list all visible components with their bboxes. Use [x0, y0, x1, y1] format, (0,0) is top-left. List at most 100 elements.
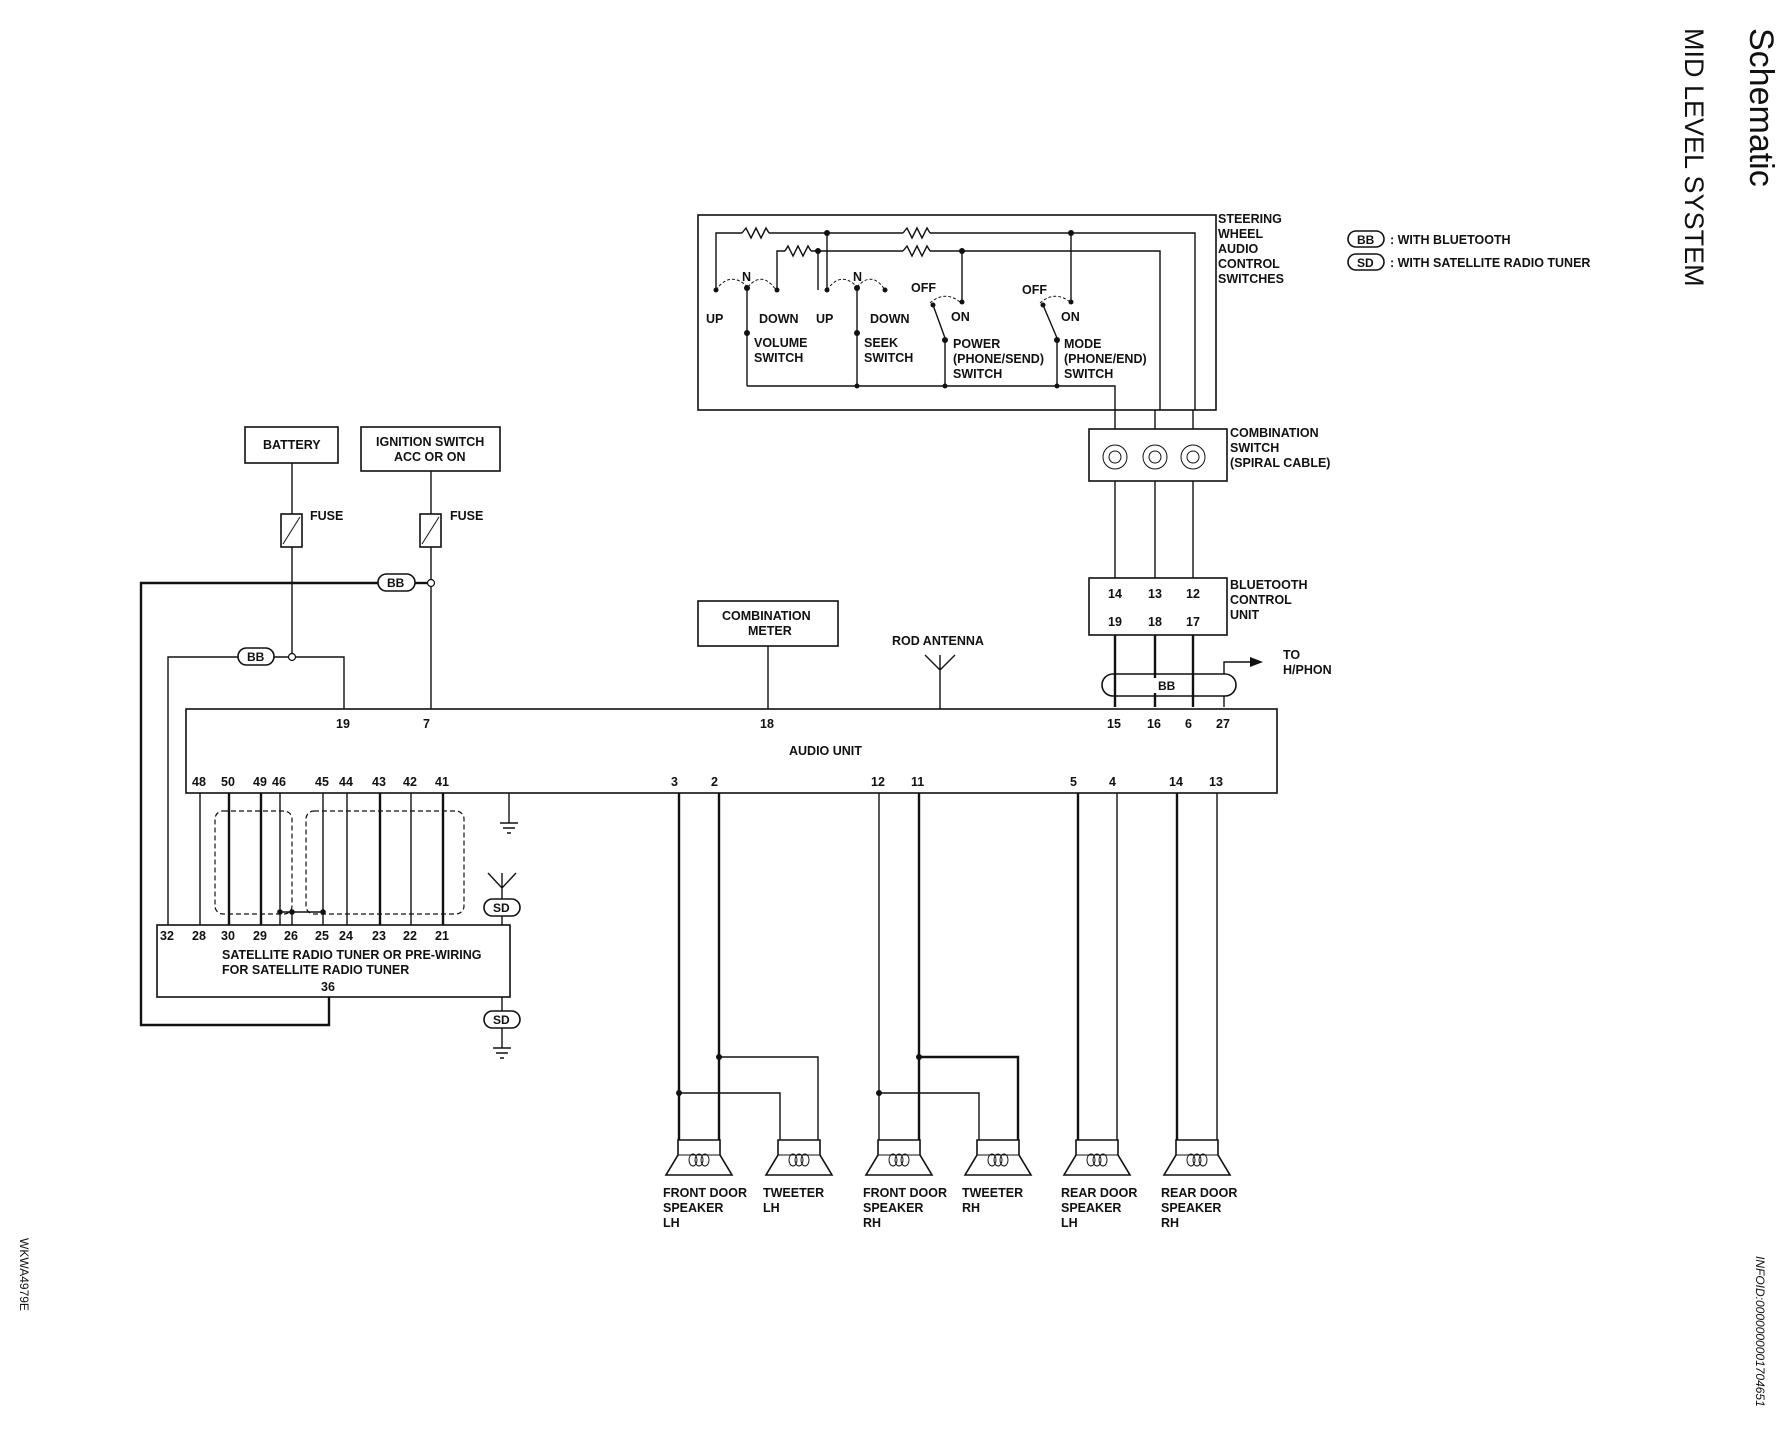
- fuse-1-label: FUSE: [310, 509, 343, 523]
- speaker-label: SPEAKER: [863, 1201, 923, 1215]
- speaker-symbol: [1162, 1139, 1232, 1176]
- speaker-label: SPEAKER: [1161, 1201, 1221, 1215]
- audio-top-pin: 27: [1216, 717, 1230, 731]
- to-label-1: TO: [1283, 648, 1300, 662]
- audio-bottom-pin: 5: [1070, 775, 1077, 789]
- seek-switch-label-1: SEEK: [864, 336, 898, 350]
- steering-label-4: CONTROL: [1218, 257, 1280, 271]
- audio-bottom-pin: 3: [671, 775, 678, 789]
- sat-top-pin: 24: [339, 929, 353, 943]
- combination-meter: COMBINATION METER: [697, 600, 839, 709]
- bt-label-3: UNIT: [1230, 608, 1260, 622]
- audio-bottom-pin: 49: [253, 775, 267, 789]
- combination-switch: COMBINATION SWITCH (SPIRAL CABLE): [1088, 410, 1330, 578]
- steering-wheel-switches: STEERING WHEEL AUDIO CONTROL SWITCHES N …: [697, 212, 1284, 411]
- bt-pin-12: 12: [1186, 587, 1200, 601]
- bt-pin-18: 18: [1148, 615, 1162, 629]
- audio-bottom-pin: 14: [1169, 775, 1183, 789]
- bt-label-2: CONTROL: [1230, 593, 1292, 607]
- sat-top-pin: 25: [315, 929, 329, 943]
- ignition-label-1: IGNITION SWITCH: [376, 435, 484, 449]
- speaker-symbol: [664, 1139, 734, 1176]
- bt-label-1: BLUETOOTH: [1230, 578, 1308, 592]
- info-id: INFOID:0000000001704651: [1753, 1256, 1767, 1407]
- speaker-label: SPEAKER: [1061, 1201, 1121, 1215]
- audio-top-pin: 16: [1147, 717, 1161, 731]
- volume-down-label: DOWN: [759, 312, 799, 326]
- shield-1: [214, 810, 293, 915]
- sat-top-pin: 29: [253, 929, 267, 943]
- audio-bottom-pin: 41: [435, 775, 449, 789]
- audio-bottom-pin: 12: [871, 775, 885, 789]
- audio-bottom-pin: 4: [1109, 775, 1116, 789]
- power-supply: BATTERY IGNITION SWITCH ACC OR ON FUSE F…: [139, 426, 501, 1027]
- power-switch-label-1: POWER: [953, 337, 1000, 351]
- audio-unit-box: [185, 708, 1278, 794]
- sd-tag-1-text: SD: [493, 901, 510, 915]
- audio-bottom-pin: 13: [1209, 775, 1223, 789]
- speaker-symbol: [1062, 1139, 1132, 1176]
- mode-switch-label-1: MODE: [1064, 337, 1102, 351]
- rod-antenna: ROD ANTENNA: [892, 634, 984, 709]
- audio-bottom-pin: 46: [272, 775, 286, 789]
- audio-top-pin: 7: [423, 717, 430, 731]
- audio-top-pin: 18: [760, 717, 774, 731]
- volume-n-label: N: [742, 270, 751, 284]
- bt-pin-14: 14: [1108, 587, 1122, 601]
- steering-label-5: SWITCHES: [1218, 272, 1284, 286]
- speaker-label: FRONT DOOR: [863, 1186, 947, 1200]
- audio-bottom-pin: 44: [339, 775, 353, 789]
- speaker-label: LH: [1061, 1216, 1078, 1230]
- sat-top-pin: 30: [221, 929, 235, 943]
- speaker-label: RH: [1161, 1216, 1179, 1230]
- steering-label-1: STEERING: [1218, 212, 1282, 226]
- sat-top-pin: 22: [403, 929, 417, 943]
- sat-pin-36: 36: [321, 980, 335, 994]
- speaker-label: SPEAKER: [663, 1201, 723, 1215]
- audio-top-pin: 19: [336, 717, 350, 731]
- power-off-label: OFF: [911, 281, 936, 295]
- bb-tag-1-text: BB: [387, 576, 405, 590]
- sat-top-pin: 23: [372, 929, 386, 943]
- combination-switch-label-2: SWITCH: [1230, 441, 1279, 455]
- sat-top-pin: 21: [435, 929, 449, 943]
- volume-switch-label-2: SWITCH: [754, 351, 803, 365]
- figure-id: WKWA4979E: [17, 1238, 31, 1311]
- mode-switch-label-2: (PHONE/END): [1064, 352, 1147, 366]
- audio-bottom-pin: 42: [403, 775, 417, 789]
- speaker-symbol: [963, 1139, 1033, 1176]
- power-on-label: ON: [951, 310, 970, 324]
- combination-meter-label-1: COMBINATION: [722, 609, 811, 623]
- to-label-2: H/PHON: [1283, 663, 1332, 677]
- bb-tag-2-text: BB: [247, 650, 265, 664]
- battery-label: BATTERY: [263, 438, 321, 452]
- legend-bb-tag: BB: [1357, 233, 1375, 247]
- rod-antenna-label: ROD ANTENNA: [892, 634, 984, 648]
- speaker-label: TWEETER: [962, 1186, 1023, 1200]
- volume-up-label: UP: [706, 312, 723, 326]
- fuse-2-label: FUSE: [450, 509, 483, 523]
- volume-switch-label-1: VOLUME: [754, 336, 807, 350]
- steering-label-3: AUDIO: [1218, 242, 1259, 256]
- audio-bottom-pin: 2: [711, 775, 718, 789]
- bt-pin-13: 13: [1148, 587, 1162, 601]
- combination-meter-label-2: METER: [748, 624, 792, 638]
- sat-tuner-box: [156, 924, 511, 998]
- sat-top-pin: 26: [284, 929, 298, 943]
- audio-bottom-pin: 50: [221, 775, 235, 789]
- bluetooth-control-unit: 14 13 12 19 18 17 BLUETOOTH CONTROL UNIT…: [1088, 577, 1332, 707]
- audio-bottom-pin: 43: [372, 775, 386, 789]
- legend-sd-tag: SD: [1357, 256, 1374, 270]
- mode-on-label: ON: [1061, 310, 1080, 324]
